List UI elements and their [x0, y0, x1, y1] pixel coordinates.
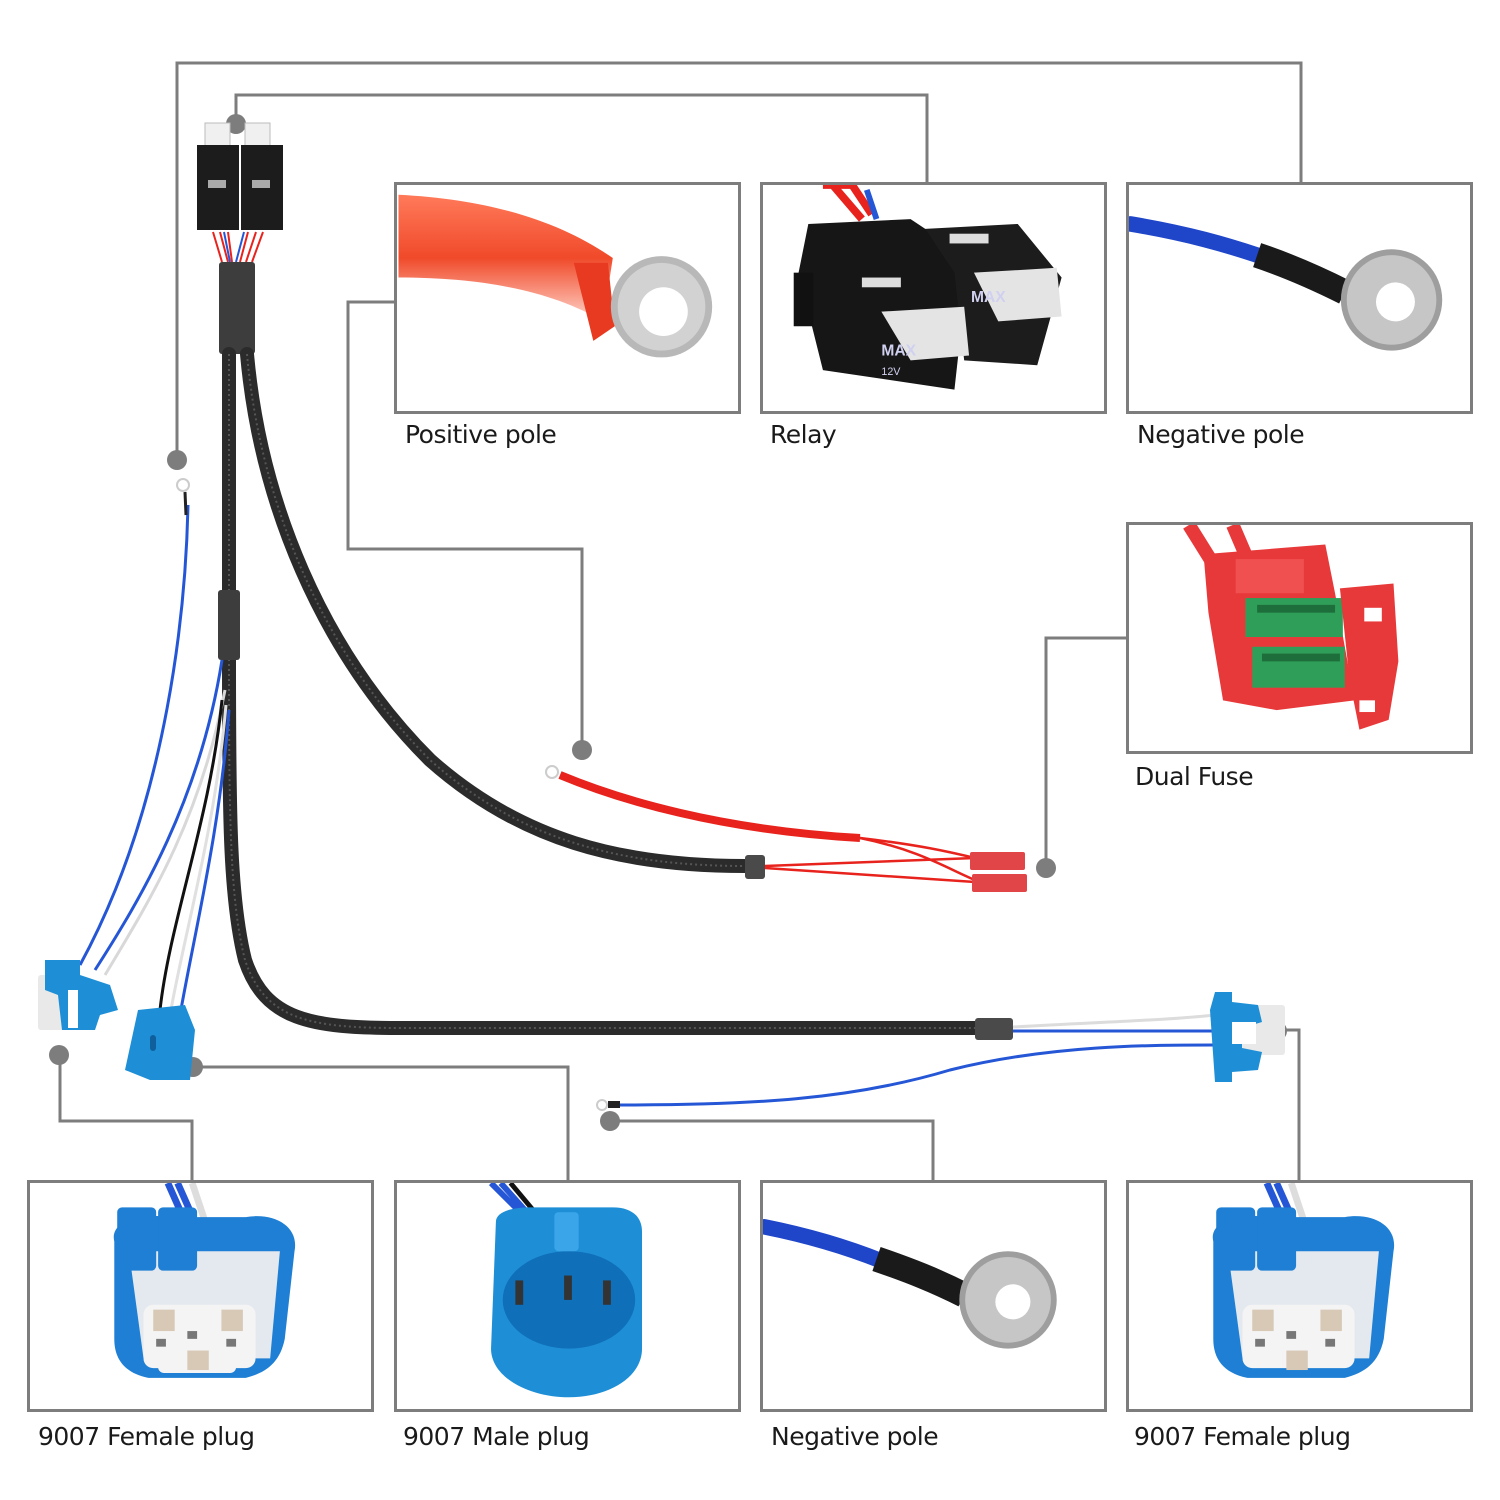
- ring-terminal-blue-icon: [1129, 216, 1443, 351]
- heat-shrink-fuse: [745, 855, 765, 879]
- dot-positive: [572, 740, 592, 760]
- panel-negative-pole-bottom: [760, 1180, 1107, 1412]
- caption-negative-pole-top: Negative pole: [1137, 420, 1305, 449]
- dot-negative-top: [167, 450, 187, 470]
- svg-text:MAX: MAX: [881, 342, 916, 359]
- female-plug-left-icon: [38, 960, 118, 1030]
- ring-terminal-positive-icon: [545, 765, 559, 779]
- leader-lines: [58, 61, 1303, 1181]
- dot-female-left: [49, 1045, 69, 1065]
- heat-shrink-mid: [218, 590, 240, 660]
- panel-dual-fuse: [1126, 522, 1473, 754]
- caption-female-plug-right: 9007 Female plug: [1134, 1422, 1351, 1451]
- female-plug-face-icon: [1212, 1183, 1395, 1378]
- panel-female-plug-right: [1126, 1180, 1473, 1412]
- svg-text:12V: 12V: [881, 366, 901, 378]
- ring-terminal-blue-icon: [763, 1219, 1057, 1349]
- leader-dual-fuse: [1044, 636, 1127, 866]
- fuse-holder-icon: [1183, 525, 1399, 730]
- dot-fuse: [1036, 858, 1056, 878]
- leader-female-plug-left: [58, 1054, 194, 1181]
- male-plug-icon: [125, 1005, 195, 1080]
- panel-positive-pole: [394, 182, 741, 414]
- panel-female-plug-left: [27, 1180, 374, 1412]
- caption-male-plug: 9007 Male plug: [403, 1422, 590, 1451]
- sheath-lines: [222, 347, 992, 1035]
- panel-relay: MAX 12V MAX: [760, 182, 1107, 414]
- caption-relay: Relay: [770, 420, 837, 449]
- female-plug-face-icon: [113, 1183, 296, 1378]
- leader-negative-pole-bottom: [610, 1119, 935, 1181]
- sheath-ribs: [228, 353, 985, 1029]
- leader-positive-pole: [346, 300, 584, 748]
- female-plug-right-icon: [1210, 992, 1285, 1082]
- caption-dual-fuse: Dual Fuse: [1135, 762, 1254, 791]
- sheath-main: [222, 347, 992, 1035]
- right-plug-wires: [617, 1013, 1216, 1107]
- dot-relay: [226, 114, 246, 134]
- dot-negative-bottom: [600, 1111, 620, 1131]
- ring-terminal-bottom-icon: [596, 1099, 608, 1111]
- red-wires: [558, 771, 976, 884]
- left-plug-wires: [78, 504, 231, 1016]
- fuse-connectors-icon: [970, 852, 1027, 892]
- panel-male-plug: [394, 1180, 741, 1412]
- caption-positive-pole: Positive pole: [405, 420, 557, 449]
- male-plug-face-icon: [488, 1183, 643, 1398]
- ring-terminal-red-icon: [398, 194, 713, 358]
- panel-negative-pole-top: [1126, 182, 1473, 414]
- relay-block-icon: [197, 122, 283, 354]
- ring-terminal-top-icon: [176, 478, 190, 492]
- svg-text:MAX: MAX: [971, 289, 1006, 306]
- relay-pair-icon: MAX 12V MAX: [793, 185, 1062, 390]
- caption-negative-pole-bottom: Negative pole: [771, 1422, 939, 1451]
- leader-male-plug: [193, 1065, 570, 1181]
- heat-shrink-right: [975, 1018, 1013, 1040]
- leader-relay: [234, 93, 929, 183]
- caption-female-plug-left: 9007 Female plug: [38, 1422, 255, 1451]
- leader-negative-pole-top: [175, 61, 1303, 455]
